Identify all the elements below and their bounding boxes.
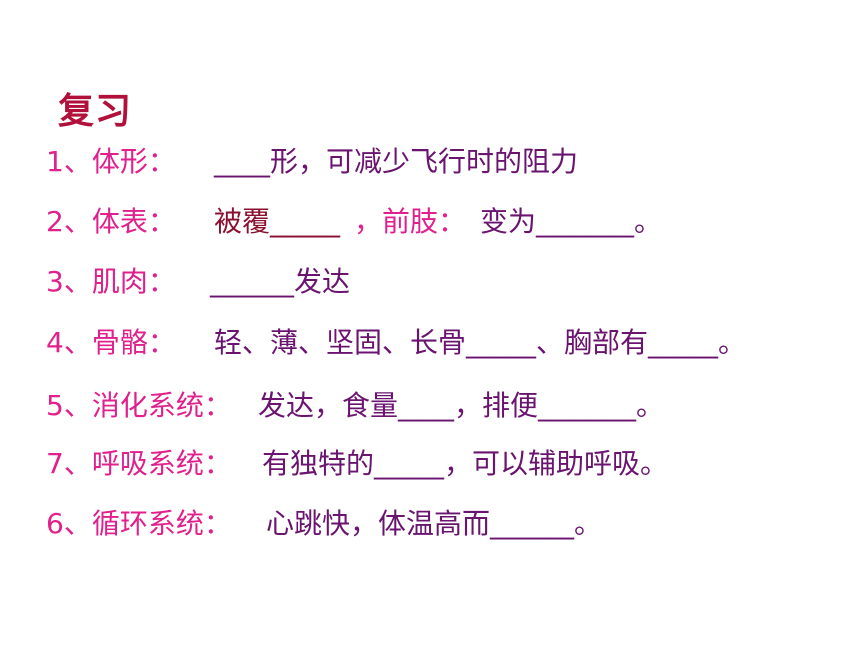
item-content: 变为_______。 [480,205,663,238]
item-content: 心跳快，体温高而______。 [266,507,603,540]
item-label: 6、循环系统： [46,507,232,540]
slide-title: 复习 [58,91,133,132]
item-content: 轻、薄、坚固、长骨_____、胸部有_____。 [214,326,747,359]
item-content: 发达，食量____，排便_______。 [258,389,665,422]
item-label: 1、体形： [46,145,176,178]
item-label: 3、肌肉： [46,265,176,298]
item-content: ____形，可减少飞行时的阻力 [214,145,579,178]
item-content: 被覆_____ [214,205,341,238]
item-label: 2、体表： [46,205,176,238]
item-content: 有独特的_____，可以辅助呼吸。 [262,447,669,480]
item-content: ______发达 [210,265,351,298]
item-sublabel: ，前肢： [354,205,467,238]
item-label: 7、呼吸系统： [46,447,232,480]
item-label: 5、消化系统： [46,389,232,422]
item-label: 4、骨骼： [46,326,176,359]
